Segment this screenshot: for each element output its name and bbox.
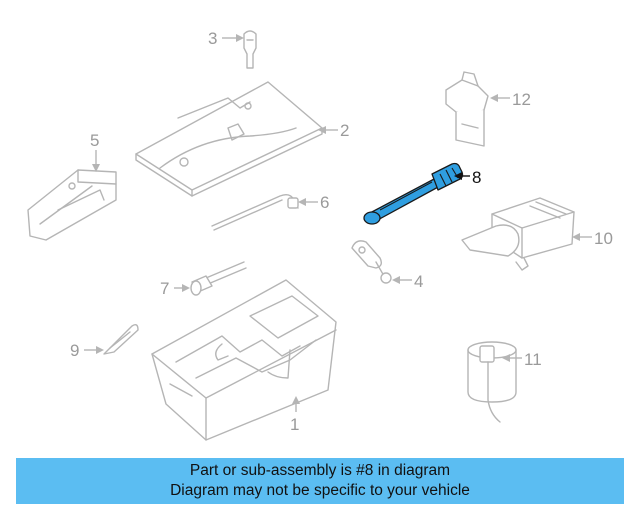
callout-2[interactable]: 2 xyxy=(318,121,349,140)
svg-text:6: 6 xyxy=(320,193,329,212)
part-3-drawing xyxy=(243,30,257,69)
part-11-drawing xyxy=(467,341,517,423)
part-2-drawing xyxy=(135,81,323,197)
svg-text:10: 10 xyxy=(594,229,613,248)
callout-7[interactable]: 7 xyxy=(160,279,190,298)
svg-text:11: 11 xyxy=(524,350,542,369)
part-5-drawing xyxy=(27,169,117,241)
svg-text:4: 4 xyxy=(414,272,423,291)
banner-line-1: Part or sub-assembly is #8 in diagram xyxy=(189,462,451,479)
callout-5[interactable]: 5 xyxy=(90,131,100,172)
callout-1[interactable]: 1 xyxy=(290,396,300,434)
part-4-drawing xyxy=(351,240,392,284)
callout-10[interactable]: 10 xyxy=(572,229,613,248)
svg-text:5: 5 xyxy=(90,131,99,150)
svg-text:1: 1 xyxy=(290,415,299,434)
part-10-drawing xyxy=(461,197,575,271)
part-1-drawing xyxy=(151,279,337,441)
part-6-drawing xyxy=(211,193,299,231)
callout-11[interactable]: 11 xyxy=(502,350,542,369)
svg-text:3: 3 xyxy=(208,29,217,48)
svg-text:7: 7 xyxy=(160,279,169,298)
svg-text:12: 12 xyxy=(512,90,531,109)
svg-text:9: 9 xyxy=(70,341,79,360)
callout-8[interactable]: 8 xyxy=(454,168,481,187)
part-7-drawing xyxy=(190,261,247,296)
part-12-drawing xyxy=(445,71,489,147)
callout-6[interactable]: 6 xyxy=(298,193,329,212)
callout-4[interactable]: 4 xyxy=(392,272,423,291)
banner-line-2: Diagram may not be specific to your vehi… xyxy=(170,482,470,499)
callout-3[interactable]: 3 xyxy=(208,29,244,48)
part-9-drawing xyxy=(103,323,139,355)
callout-9[interactable]: 9 xyxy=(70,341,104,360)
info-banner: Part or sub-assembly is #8 in diagram Di… xyxy=(16,458,624,504)
part-8-drawing[interactable] xyxy=(363,162,464,225)
svg-text:2: 2 xyxy=(340,121,349,140)
callout-12[interactable]: 12 xyxy=(490,90,531,109)
svg-text:8: 8 xyxy=(472,168,481,187)
